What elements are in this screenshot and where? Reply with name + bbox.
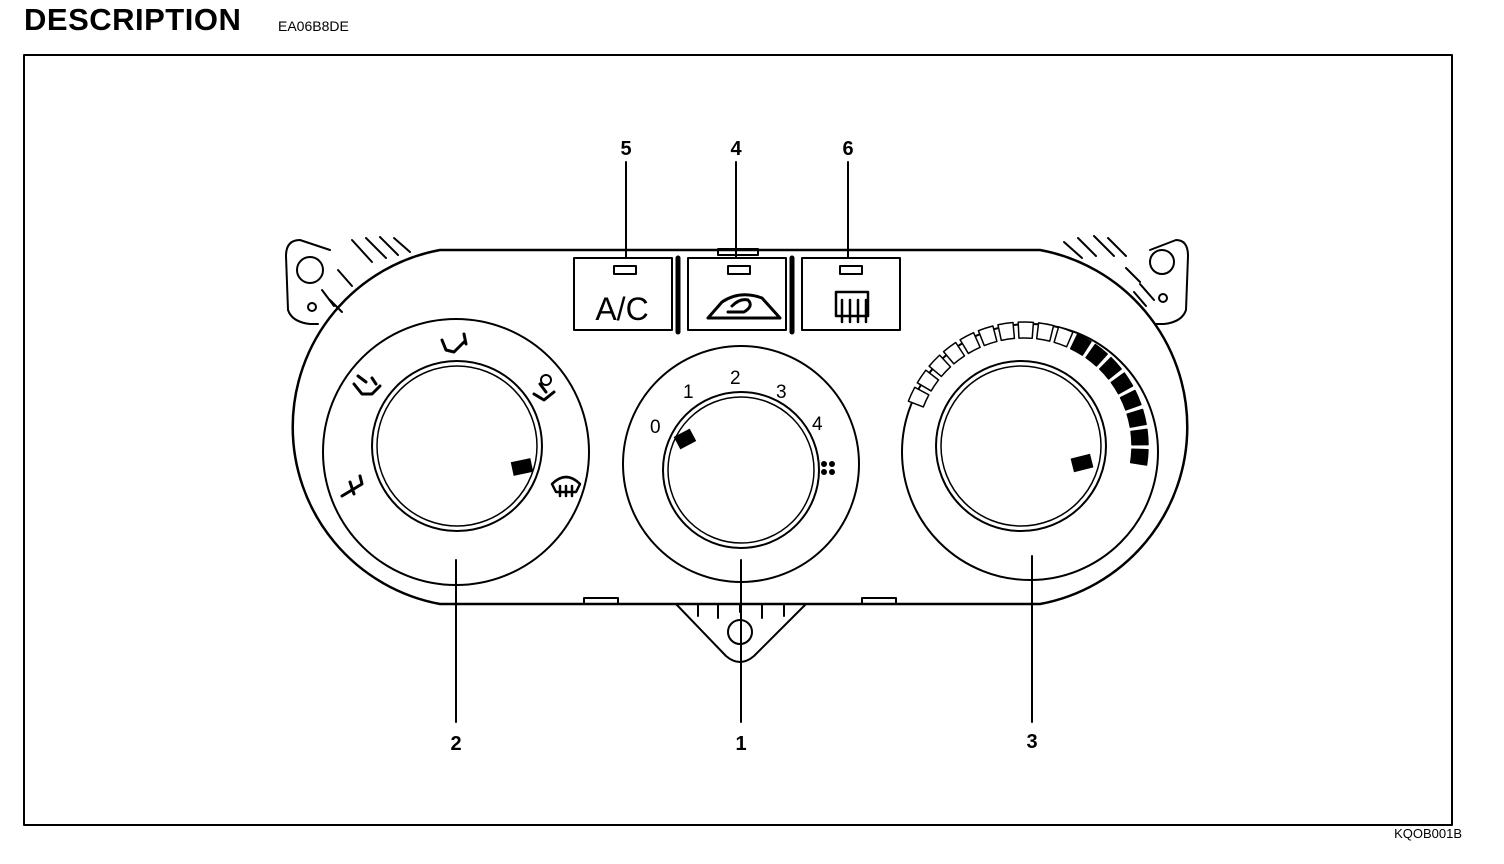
temperature-dial[interactable] xyxy=(901,321,1159,581)
temperature-scale-segment xyxy=(977,325,998,347)
floor-vent-icon xyxy=(340,474,364,498)
ac-button-label: A/C xyxy=(595,291,648,327)
callout-3: 3 xyxy=(1026,731,1037,753)
bilevel-vent-icon xyxy=(352,374,382,396)
temperature-scale-segment xyxy=(942,341,966,365)
temperature-scale-segment xyxy=(1110,372,1134,395)
fan-scale-3: 3 xyxy=(776,382,787,403)
callout-4: 4 xyxy=(730,138,742,160)
recirculation-button[interactable] xyxy=(687,248,787,331)
temperature-scale-segment xyxy=(997,321,1016,342)
panel-housing xyxy=(291,248,1189,606)
temperature-scale-segment xyxy=(907,386,930,408)
temperature-scale-segment xyxy=(1069,333,1092,356)
temperature-scale-segment xyxy=(1129,448,1149,466)
temperature-scale-segment xyxy=(1017,321,1035,340)
windshield-defrost-icon xyxy=(550,475,582,498)
temperature-scale-segment xyxy=(1085,343,1108,367)
fan-dial-pointer xyxy=(673,428,697,450)
temperature-dial-pointer xyxy=(1070,453,1094,473)
temperature-scale-segment xyxy=(928,354,952,378)
callout-2: 2 xyxy=(450,733,461,755)
fan-scale-0: 0 xyxy=(650,417,661,438)
left-mounting-bracket xyxy=(285,236,411,325)
ac-button[interactable]: A/C xyxy=(573,257,673,331)
rear-defrost-button[interactable] xyxy=(801,257,901,331)
temperature-scale-segment xyxy=(916,369,940,392)
fan-icon xyxy=(821,461,835,475)
face-vent-icon xyxy=(440,332,468,354)
fan-scale-2: 2 xyxy=(730,368,741,389)
temperature-scale-segment xyxy=(1098,356,1122,380)
fan-scale-1: 1 xyxy=(683,382,694,403)
fan-scale-4: 4 xyxy=(812,414,823,435)
temperature-scale-segment xyxy=(1130,428,1149,446)
temperature-scale xyxy=(907,321,1149,466)
mode-dial-pointer xyxy=(510,458,534,476)
document-code: EA06B8DE xyxy=(278,18,349,34)
figure-frame xyxy=(23,54,1453,826)
callout-6: 6 xyxy=(842,138,853,160)
mode-dial[interactable] xyxy=(322,318,590,586)
callout-leaders xyxy=(455,161,1033,723)
page-title: DESCRIPTION xyxy=(24,2,242,37)
callout-1: 1 xyxy=(735,733,746,755)
temperature-scale-segment xyxy=(1119,389,1142,411)
callout-5: 5 xyxy=(620,138,631,160)
right-mounting-bracket xyxy=(1063,235,1189,325)
temperature-scale-segment xyxy=(959,331,981,355)
rear-defrost-icon xyxy=(834,290,870,324)
temperature-scale-segment xyxy=(1035,322,1055,342)
recirculation-icon xyxy=(706,293,782,320)
floor-defrost-icon xyxy=(532,374,556,402)
fan-speed-dial[interactable]: 0 1 2 3 4 xyxy=(622,345,860,583)
figure-code: KQOB001B xyxy=(1394,826,1462,841)
temperature-scale-segment xyxy=(1053,326,1074,348)
temperature-scale-segment xyxy=(1126,408,1147,428)
